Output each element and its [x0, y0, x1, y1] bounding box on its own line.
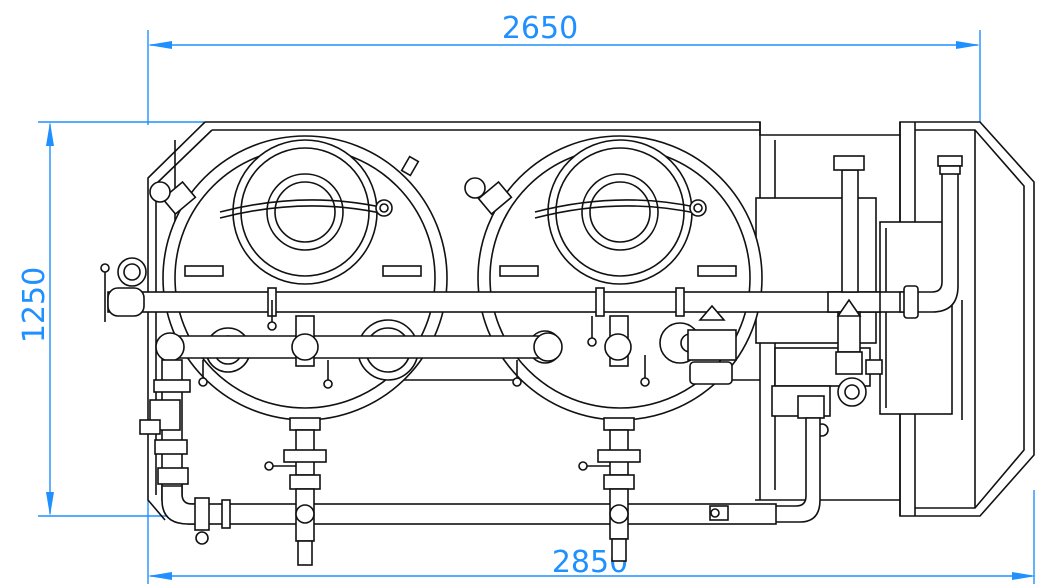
upper-header-pipe: [100, 155, 963, 322]
right-skid: [899, 121, 1035, 517]
right-valves: [759, 155, 883, 523]
bottom-pipe: [187, 499, 777, 529]
dimension-top-label: 2650: [502, 11, 578, 46]
tank-1: [149, 135, 448, 421]
left-drain: [139, 359, 210, 545]
tank-2-outlet: [578, 417, 641, 562]
dimension-left: 1250: [17, 121, 205, 517]
tank-1-outlet: [264, 417, 327, 566]
pump-assembly: [587, 304, 737, 387]
lower-header-pipe: [155, 300, 563, 389]
dimension-left-label: 1250: [17, 267, 52, 343]
dimension-top: 2650: [147, 11, 981, 180]
